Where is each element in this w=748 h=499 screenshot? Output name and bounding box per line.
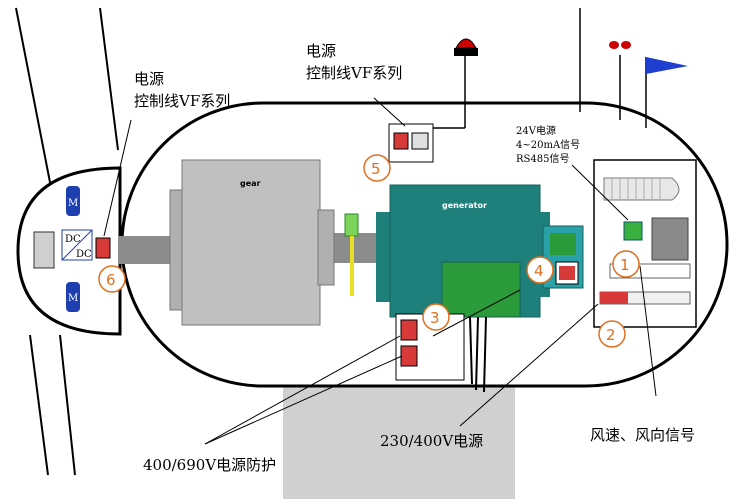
svg-text:5: 5	[371, 160, 381, 178]
label-top-left-line1: 电源	[134, 70, 164, 88]
dc-top-label: DC	[65, 234, 81, 245]
hub-component	[33, 231, 55, 269]
gear-label: gear	[240, 179, 261, 188]
cabinet-terminals-red	[600, 292, 628, 304]
spd-module-3-top	[400, 319, 418, 341]
hub-spd-module	[95, 237, 111, 259]
generator-cables	[469, 316, 487, 393]
tower	[283, 378, 515, 499]
svg-text:2: 2	[606, 326, 616, 344]
motor-bottom-label: M	[68, 293, 78, 304]
gearbox-side	[317, 209, 335, 286]
dc-bottom-label: DC	[76, 249, 92, 260]
label-cabinet-line1: 24V电源	[516, 124, 556, 137]
label-top-mid-line1: 电源	[306, 42, 336, 60]
svg-text:1: 1	[620, 256, 630, 274]
coupling-rod	[350, 236, 354, 296]
coupling	[344, 213, 359, 237]
wind-vane-flag	[646, 57, 688, 74]
label-wind-signal: 风速、风向信号	[590, 426, 695, 444]
beacon	[455, 38, 477, 49]
marker-1: 1	[612, 250, 640, 278]
spd-module-4-red	[559, 266, 575, 280]
label-cabinet-line2: 4~20mA信号	[516, 139, 580, 151]
svg-text:6: 6	[106, 271, 116, 289]
cabinet-fan	[603, 177, 680, 201]
blade-bottom	[29, 334, 49, 476]
cabinet-fan-fins	[611, 179, 661, 199]
dc-converter-diagonal	[61, 229, 93, 261]
anemometer-cup-right	[621, 41, 631, 49]
cabinet-terminal-green	[623, 221, 643, 241]
pitch-motor-top	[66, 186, 80, 216]
label-top-left-line2: 控制线VF系列	[134, 92, 230, 110]
motor-top-label: M	[68, 198, 78, 209]
anemometer-cup-left	[609, 41, 619, 49]
spd-module-5-grey	[411, 132, 429, 150]
pitch-motor-bottom	[66, 282, 80, 312]
label-400-690v: 400/690V电源防护	[143, 456, 276, 474]
marker-4: 4	[526, 256, 554, 284]
generator-label: generator	[442, 201, 487, 210]
gearbox	[181, 159, 321, 326]
marker-5: 5	[363, 154, 391, 182]
blade-top	[15, 7, 56, 209]
generator-panel	[441, 261, 521, 318]
svg-text:4: 4	[534, 262, 544, 280]
label-top-mid-line2: 控制线VF系列	[306, 64, 402, 82]
label-cabinet-line3: RS485信号	[516, 153, 569, 165]
spd-module-5-red	[393, 132, 409, 150]
marker-2: 2	[598, 320, 626, 348]
beacon-base	[454, 48, 478, 56]
blade-bottom-2	[59, 334, 76, 476]
spd-module-3-bottom	[400, 345, 418, 367]
cabinet-module	[651, 217, 689, 261]
marker-3: 3	[422, 303, 450, 331]
terminal-box-panel	[550, 233, 576, 255]
leader-lines	[103, 97, 657, 445]
marker-6: 6	[98, 265, 126, 293]
svg-text:3: 3	[430, 309, 440, 327]
blade-top-2	[99, 7, 119, 151]
label-230-400v: 230/400V电源	[380, 432, 483, 450]
